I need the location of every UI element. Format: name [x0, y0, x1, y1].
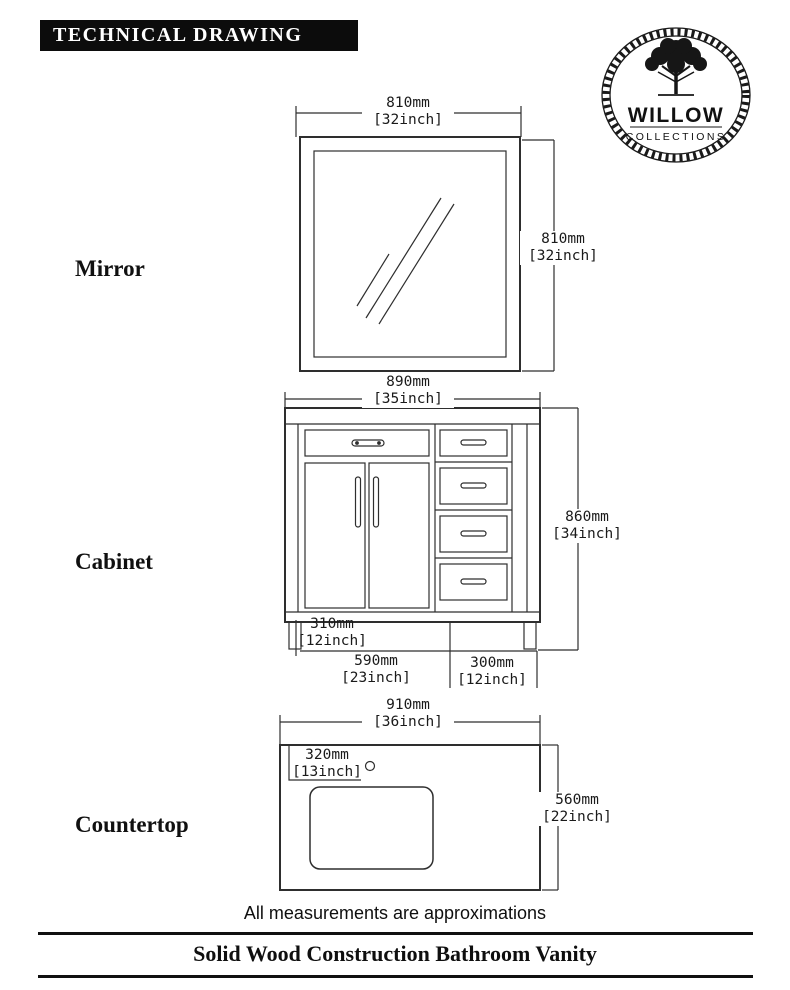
countertop-width-dimension: 910mm [36inch]	[362, 697, 454, 731]
footer-divider-bottom	[38, 975, 753, 978]
dimension-inch: [12inch]	[457, 672, 527, 688]
dimension-inch: [34inch]	[552, 526, 622, 542]
countertop-depth-dimension: 560mm [22inch]	[534, 792, 620, 826]
dimension-mm: 300mm	[470, 655, 514, 671]
dimension-mm: 590mm	[354, 653, 398, 669]
left-door	[304, 462, 366, 609]
dimension-inch: [36inch]	[373, 714, 443, 730]
dimension-inch: [32inch]	[373, 112, 443, 128]
tree-trunk	[657, 65, 695, 96]
top-drawer-face	[304, 429, 430, 457]
page-title: TECHNICAL DRAWING	[53, 24, 303, 46]
mirror-section-label: Mirror	[75, 256, 145, 281]
sink-offset-dimension: 320mm [13inch]	[291, 747, 363, 781]
dimension-mm: 310mm	[310, 616, 354, 632]
footer-divider-top	[38, 932, 753, 935]
door-handle	[354, 476, 362, 528]
mirror-width-dimension: 810mm [32inch]	[362, 95, 454, 129]
cabinet-width-dimension: 890mm [35inch]	[362, 374, 454, 408]
logo-outer-ring	[601, 27, 751, 163]
right-door	[368, 462, 430, 609]
mirror-frame	[299, 136, 521, 372]
side-drawer-face	[439, 515, 508, 553]
countertop-section-label: Countertop	[75, 812, 189, 837]
dimension-mm: 810mm	[386, 95, 430, 111]
cabinet-leg	[523, 621, 537, 650]
dimension-inch: [32inch]	[528, 248, 598, 264]
dim-320-bracket	[288, 746, 361, 781]
drawer-height-dimension: 310mm [12inch]	[296, 616, 368, 650]
glass-reflection-line	[378, 203, 455, 325]
product-title: Solid Wood Construction Bathroom Vanity	[193, 941, 597, 966]
logo-name-text: WILLOW	[628, 104, 724, 127]
dimension-inch: [35inch]	[373, 391, 443, 407]
drawer-handle	[460, 482, 487, 489]
mirror-height-dimension: 810mm [32inch]	[520, 231, 606, 265]
dimension-inch: [23inch]	[341, 670, 411, 686]
dimension-mm: 810mm	[541, 231, 585, 247]
dimension-inch: [12inch]	[297, 633, 367, 649]
dimension-mm: 890mm	[386, 374, 430, 390]
cabinet-body	[284, 407, 541, 623]
drawer-handle	[460, 578, 487, 585]
cabinet-height-dimension: 860mm [34inch]	[544, 509, 630, 543]
dimension-mm: 320mm	[305, 747, 349, 763]
cabinet-drawing	[284, 392, 579, 688]
cabinet-section-label: Cabinet	[75, 549, 153, 574]
drawer-bank-width-dimension: 300mm [12inch]	[448, 655, 536, 689]
logo-subname-text: COLLECTIONS	[626, 131, 727, 143]
dimension-mm: 560mm	[555, 792, 599, 808]
drawer-handle	[460, 439, 487, 446]
glass-reflection-line	[356, 253, 390, 307]
measurements-note: All measurements are approximations	[243, 903, 547, 923]
logo-rope-ring	[602, 28, 750, 162]
dimension-mm: 860mm	[565, 509, 609, 525]
drawer-handle	[351, 439, 385, 447]
dimension-inch: [13inch]	[292, 764, 362, 780]
sink-cutout	[309, 786, 434, 870]
brand-logo: WILLOW COLLECTIONS	[601, 27, 751, 163]
side-drawer-face	[439, 429, 508, 457]
glass-reflection-line	[365, 197, 442, 319]
side-drawer-face	[439, 563, 508, 601]
dimension-mm: 910mm	[386, 697, 430, 713]
title-banner: TECHNICAL DRAWING	[40, 20, 358, 51]
faucet-hole	[364, 760, 376, 772]
side-drawer-face	[439, 467, 508, 505]
door-handle	[372, 476, 380, 528]
logo-inner-ring	[609, 35, 743, 155]
door-width-dimension: 590mm [23inch]	[332, 653, 420, 687]
drawer-handle	[460, 530, 487, 537]
mirror-glass	[313, 150, 507, 358]
countertop-drawing	[279, 715, 559, 891]
mirror-drawing	[295, 106, 555, 372]
dimension-inch: [22inch]	[542, 809, 612, 825]
cabinet-leg	[288, 621, 302, 650]
tree-icon	[645, 38, 707, 73]
